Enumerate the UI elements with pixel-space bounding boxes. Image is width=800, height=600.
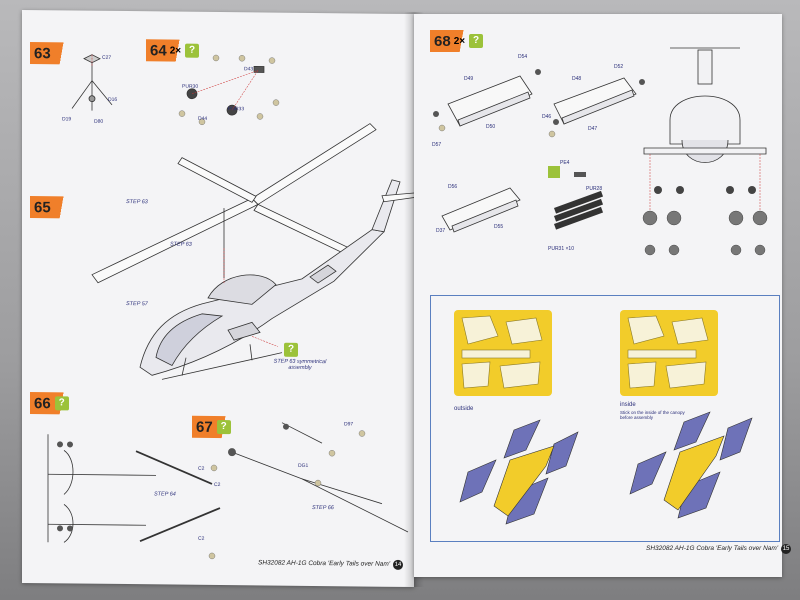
- mask-sheet-outside: [454, 310, 552, 396]
- step-number: 63: [34, 44, 51, 62]
- step-multiplier: 2×: [453, 35, 466, 47]
- step-reference: STEP 64: [154, 491, 176, 498]
- page-number: 14: [393, 559, 404, 570]
- build-symbol-icon: ?: [469, 34, 484, 48]
- step-66-header: 66 ?: [30, 392, 74, 415]
- canopy-mask-placement-inside: [629, 411, 753, 519]
- step-reference: STEP 57: [126, 301, 148, 308]
- part-label: D46: [542, 114, 552, 120]
- page-footer: SH32082 AH-1G Cobra 'Early Tails over Na…: [646, 544, 792, 554]
- weapon-pod-drawing: [441, 166, 604, 233]
- part-label: D50: [486, 124, 496, 130]
- canopy-mask-placement-outside: [459, 419, 579, 525]
- helicopter-assembly-drawing: [91, 123, 425, 380]
- part-label: D56: [448, 184, 458, 190]
- rocket-pod-drawing: [433, 69, 645, 138]
- part-label: PUR31 ×10: [548, 246, 574, 252]
- part-label: C2: [214, 481, 221, 489]
- part-label: D54: [518, 54, 528, 60]
- step-flag: [430, 30, 474, 52]
- step-68-header: 68 2× ?: [430, 30, 484, 52]
- step-number: 65: [34, 198, 51, 216]
- build-symbol-icon: ?: [185, 43, 200, 58]
- step-65-header: 65: [30, 196, 74, 219]
- part-label: C2: [198, 465, 205, 472]
- step-63-header: 63: [30, 42, 74, 65]
- step-reference: STEP 63: [126, 199, 148, 206]
- part-label: PE4: [560, 160, 570, 166]
- instruction-page-right: 68 2× ? D54 D49 D57 D50 D48 D52 D46 D47: [414, 14, 792, 577]
- step-multiplier: 2×: [169, 44, 182, 57]
- build-symbol-icon: ?: [284, 342, 298, 357]
- part-label: D43: [244, 66, 254, 73]
- step-67-drawing: [228, 422, 409, 533]
- part-label: PUR30: [182, 83, 199, 90]
- mask-inside-note: Stick on the inside of the canopy before…: [620, 410, 685, 420]
- part-label: D49: [464, 76, 474, 82]
- step-number: 68: [434, 32, 451, 50]
- part-label: D48: [572, 76, 582, 82]
- step-number: 67: [196, 418, 213, 436]
- part-label: PUR28: [586, 186, 603, 192]
- mask-inside-label: inside: [620, 402, 636, 408]
- build-symbol-icon: ?: [216, 419, 231, 435]
- part-label: DG1: [298, 462, 309, 469]
- part-label: D37: [436, 228, 446, 234]
- symmetrical-assembly-note: STEP 63 symmetrical assembly: [273, 358, 327, 371]
- part-label: D55: [494, 224, 504, 230]
- footer-text: SH32082 AH-1G Cobra 'Early Tails over Na…: [258, 559, 391, 568]
- page-footer: SH32082 AH-1G Cobra 'Early Tails over Na…: [258, 558, 404, 570]
- part-label: D97: [344, 421, 354, 428]
- part-label: D52: [614, 64, 624, 70]
- mask-outside-label: outside: [454, 406, 474, 412]
- step-63-drawing: [71, 54, 113, 111]
- part-label: C2: [198, 535, 205, 542]
- part-label: D57: [432, 142, 442, 148]
- footer-text: SH32082 AH-1G Cobra 'Early Tails over Na…: [646, 545, 779, 552]
- page-number: 15: [781, 544, 792, 554]
- part-label: D47: [588, 126, 598, 132]
- mask-sheet-inside: [620, 310, 718, 396]
- build-symbol-icon: ?: [54, 396, 69, 411]
- helicopter-front-view-drawing: [642, 47, 768, 256]
- step-number: 64: [150, 41, 167, 59]
- instruction-page-left: 63 64 2× ? 65 66 ? 67 ? C27 D16 D19 D80: [22, 9, 425, 588]
- step-reference: STEP 63: [170, 241, 192, 248]
- part-label: C27: [102, 54, 112, 61]
- step-reference: STEP 66: [312, 504, 334, 512]
- step-number: 66: [34, 394, 51, 412]
- step-67-header: 67 ?: [192, 415, 236, 439]
- part-label: D16: [108, 96, 118, 103]
- step-66-drawing: [47, 434, 221, 560]
- step-64-drawing: [178, 54, 280, 126]
